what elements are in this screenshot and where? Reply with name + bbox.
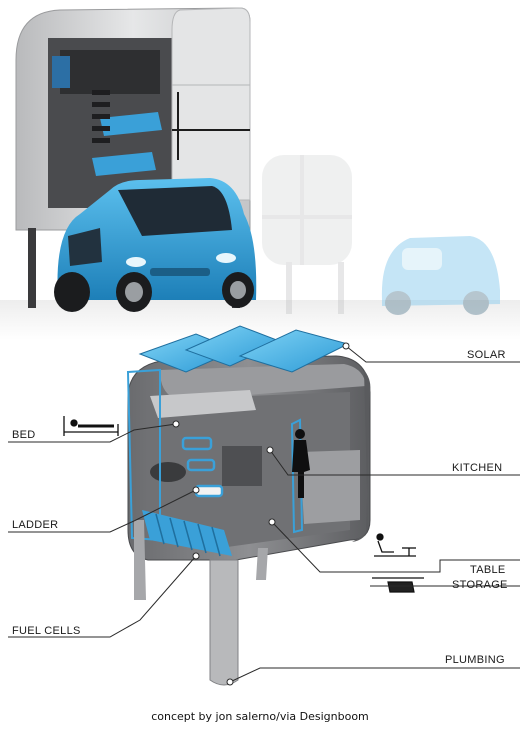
- bed-icon: [63, 416, 119, 436]
- label-table: TABLE: [470, 564, 506, 576]
- solar-panels: [138, 325, 350, 373]
- label-solar: SOLAR: [467, 349, 506, 361]
- label-storage: STORAGE: [452, 579, 508, 591]
- storage-icon: [372, 577, 424, 593]
- blue-car: [54, 178, 257, 312]
- leader-lines: [8, 345, 520, 683]
- leader-anchors: [172, 342, 350, 686]
- label-plumbing: PLUMBING: [445, 654, 505, 666]
- label-ladder: LADDER: [12, 519, 59, 531]
- person-silhouette: [292, 429, 310, 498]
- table-icon: [374, 533, 416, 557]
- label-kitchen: KITCHEN: [452, 462, 503, 474]
- credit-caption: concept by jon salerno/via Designboom: [151, 710, 369, 723]
- cutaway-pod: [63, 325, 424, 686]
- label-bed: BED: [12, 429, 36, 441]
- label-fuel-cells: FUEL CELLS: [12, 625, 81, 637]
- top-scene: [0, 7, 520, 340]
- ghost-car: [381, 236, 500, 315]
- ghost-pod: [262, 155, 352, 314]
